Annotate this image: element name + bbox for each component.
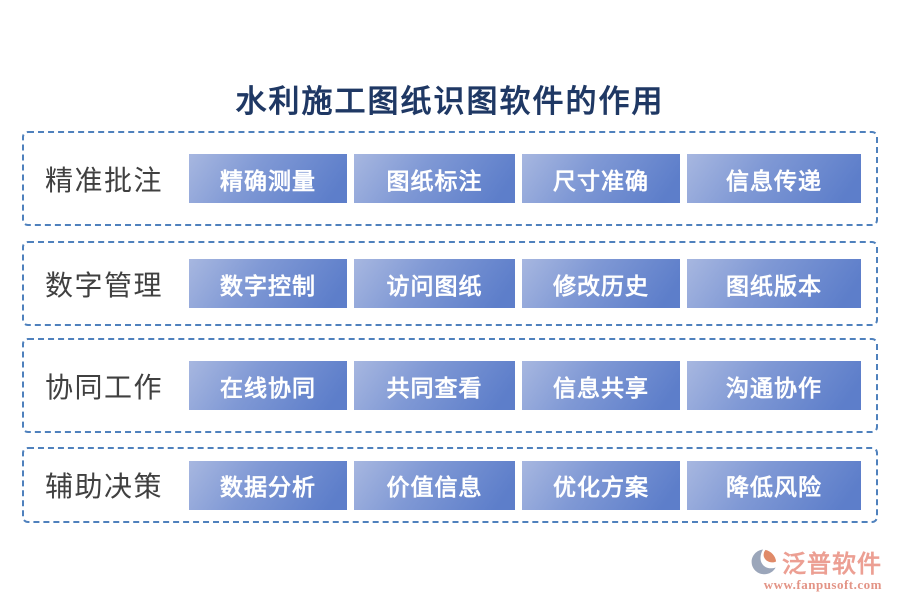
feature-chip: 尺寸准确 (522, 154, 680, 203)
feature-chip-group: 在线协同 共同查看 信息共享 沟通协作 (189, 361, 861, 410)
brand-row: 泛普软件 (749, 544, 882, 579)
page-title: 水利施工图纸识图软件的作用 (235, 84, 665, 119)
feature-chip: 图纸标注 (354, 154, 515, 203)
feature-chip: 精确测量 (189, 154, 347, 203)
section-label: 协同工作 (45, 372, 164, 404)
feature-chip: 在线协同 (189, 361, 347, 410)
feature-chip-group: 数字控制 访问图纸 修改历史 图纸版本 (189, 259, 861, 308)
section-label: 数字管理 (45, 270, 164, 302)
section-label: 辅助决策 (45, 472, 164, 503)
feature-chip: 数据分析 (189, 460, 347, 510)
brand-watermark: 泛普软件 www.fanpusoft.com (749, 544, 882, 593)
feature-chip: 修改历史 (522, 259, 680, 308)
feature-chip: 沟通协作 (687, 361, 861, 410)
section-collaboration: 协同工作 在线协同 共同查看 信息共享 沟通协作 (22, 338, 878, 433)
section-decision-support: 辅助决策 数据分析 价值信息 优化方案 降低风险 (22, 447, 878, 523)
feature-chip: 访问图纸 (354, 259, 515, 308)
feature-chip: 降低风险 (687, 460, 861, 510)
brand-name: 泛普软件 (782, 552, 882, 578)
feature-chip: 优化方案 (522, 460, 680, 510)
feature-chip: 信息共享 (522, 361, 680, 410)
feature-chip-group: 数据分析 价值信息 优化方案 降低风险 (189, 460, 861, 510)
feature-chip-group: 精确测量 图纸标注 尺寸准确 信息传递 (189, 154, 861, 203)
feature-chip: 价值信息 (354, 460, 515, 510)
feature-chip: 图纸版本 (687, 259, 861, 308)
section-digital-management: 数字管理 数字控制 访问图纸 修改历史 图纸版本 (22, 241, 878, 326)
fanpu-logo-icon (749, 547, 779, 577)
feature-chip: 信息传递 (687, 154, 861, 203)
section-precise-annotation: 精准批注 精确测量 图纸标注 尺寸准确 信息传递 (22, 131, 878, 226)
feature-chip: 共同查看 (354, 361, 515, 410)
feature-chip: 数字控制 (189, 259, 347, 308)
brand-url: www.fanpusoft.com (763, 577, 882, 592)
section-label: 精准批注 (45, 165, 164, 197)
